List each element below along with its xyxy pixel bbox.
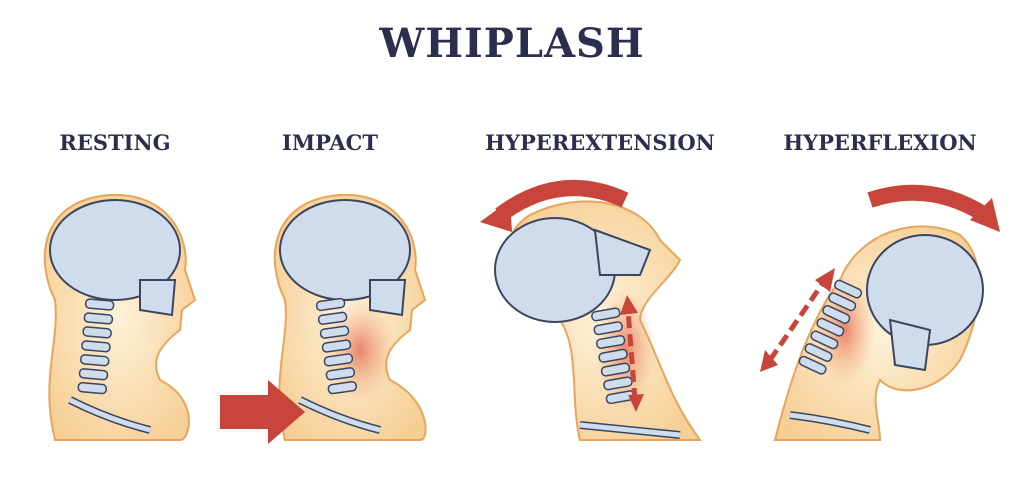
- resting-figure: [43, 193, 197, 441]
- label-resting: RESTING: [59, 130, 171, 155]
- label-hyperextension: HYPEREXTENSION: [485, 130, 715, 155]
- strain-arrow-icon: [767, 278, 828, 362]
- impact-arrow-icon: [220, 380, 305, 444]
- skull-icon: [49, 199, 181, 301]
- hyperextension-figure: [494, 200, 702, 441]
- skull-icon: [279, 199, 411, 301]
- label-hyperflexion: HYPERFLEXION: [783, 130, 977, 155]
- backward-arrow-icon: [495, 180, 629, 222]
- strain-arrow-icon: [625, 309, 638, 401]
- impact-figure: [273, 193, 427, 441]
- forward-arrow-icon: [867, 184, 990, 222]
- hyperflexion-figure: [773, 225, 984, 441]
- label-impact: IMPACT: [282, 130, 378, 155]
- diagram-title: WHIPLASH: [379, 20, 645, 67]
